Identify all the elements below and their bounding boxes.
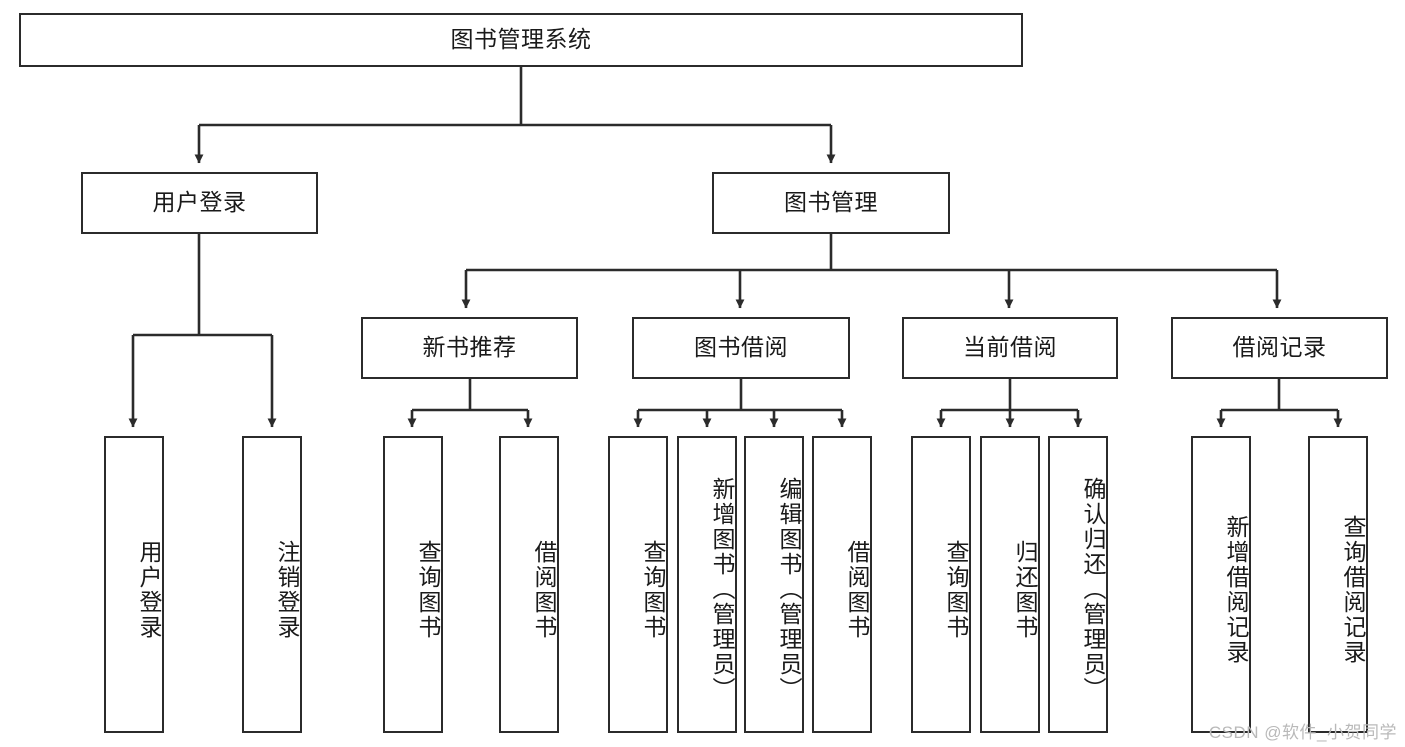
node-leaf-query-book-2-label: 查询图书: [640, 539, 666, 640]
node-new-book-recommend[interactable]: 新书推荐: [361, 317, 578, 379]
node-borrow-record[interactable]: 借阅记录: [1171, 317, 1388, 379]
node-user-login[interactable]: 用户登录: [81, 172, 318, 234]
node-leaf-query-book-1-label: 查询图书: [415, 539, 441, 640]
node-root[interactable]: 图书管理系统: [19, 13, 1023, 67]
node-leaf-user-logout-label: 注销登录: [274, 539, 300, 640]
node-leaf-return-book[interactable]: 归还图书: [980, 436, 1040, 733]
node-user-login-label: 用户登录: [152, 189, 247, 216]
node-leaf-user-logout[interactable]: 注销登录: [242, 436, 302, 733]
node-leaf-query-book-3-label: 查询图书: [943, 539, 969, 640]
node-book-manage[interactable]: 图书管理: [712, 172, 950, 234]
node-book-manage-label: 图书管理: [784, 189, 878, 216]
node-leaf-edit-book[interactable]: 编辑图书（管理员）: [744, 436, 804, 733]
node-leaf-edit-book-label: 编辑图书（管理员）: [776, 477, 802, 702]
node-leaf-user-login-label: 用户登录: [136, 539, 162, 640]
node-book-borrow[interactable]: 图书借阅: [632, 317, 850, 379]
node-leaf-confirm-return[interactable]: 确认归还（管理员）: [1048, 436, 1108, 733]
node-leaf-query-book-2[interactable]: 查询图书: [608, 436, 668, 733]
node-current-borrow-label: 当前借阅: [963, 334, 1057, 361]
node-leaf-borrow-book-1-label: 借阅图书: [531, 539, 557, 640]
node-leaf-add-book[interactable]: 新增图书（管理员）: [677, 436, 737, 733]
node-leaf-add-record-label: 新增借阅记录: [1223, 514, 1249, 665]
node-leaf-borrow-book-2[interactable]: 借阅图书: [812, 436, 872, 733]
node-leaf-borrow-book-2-label: 借阅图书: [844, 539, 870, 640]
node-borrow-record-label: 借阅记录: [1232, 334, 1327, 361]
node-leaf-add-record[interactable]: 新增借阅记录: [1191, 436, 1251, 733]
node-leaf-query-record[interactable]: 查询借阅记录: [1308, 436, 1368, 733]
node-leaf-query-book-1[interactable]: 查询图书: [383, 436, 443, 733]
node-current-borrow[interactable]: 当前借阅: [902, 317, 1118, 379]
node-root-label: 图书管理系统: [450, 26, 592, 53]
node-leaf-add-book-label: 新增图书（管理员）: [709, 477, 735, 702]
node-leaf-borrow-book-1[interactable]: 借阅图书: [499, 436, 559, 733]
node-leaf-user-login[interactable]: 用户登录: [104, 436, 164, 733]
node-leaf-query-record-label: 查询借阅记录: [1340, 514, 1366, 665]
node-new-book-recommend-label: 新书推荐: [422, 334, 517, 361]
node-book-borrow-label: 图书借阅: [694, 334, 788, 361]
node-leaf-confirm-return-label: 确认归还（管理员）: [1080, 477, 1106, 702]
node-leaf-return-book-label: 归还图书: [1012, 539, 1038, 640]
node-leaf-query-book-3[interactable]: 查询图书: [911, 436, 971, 733]
